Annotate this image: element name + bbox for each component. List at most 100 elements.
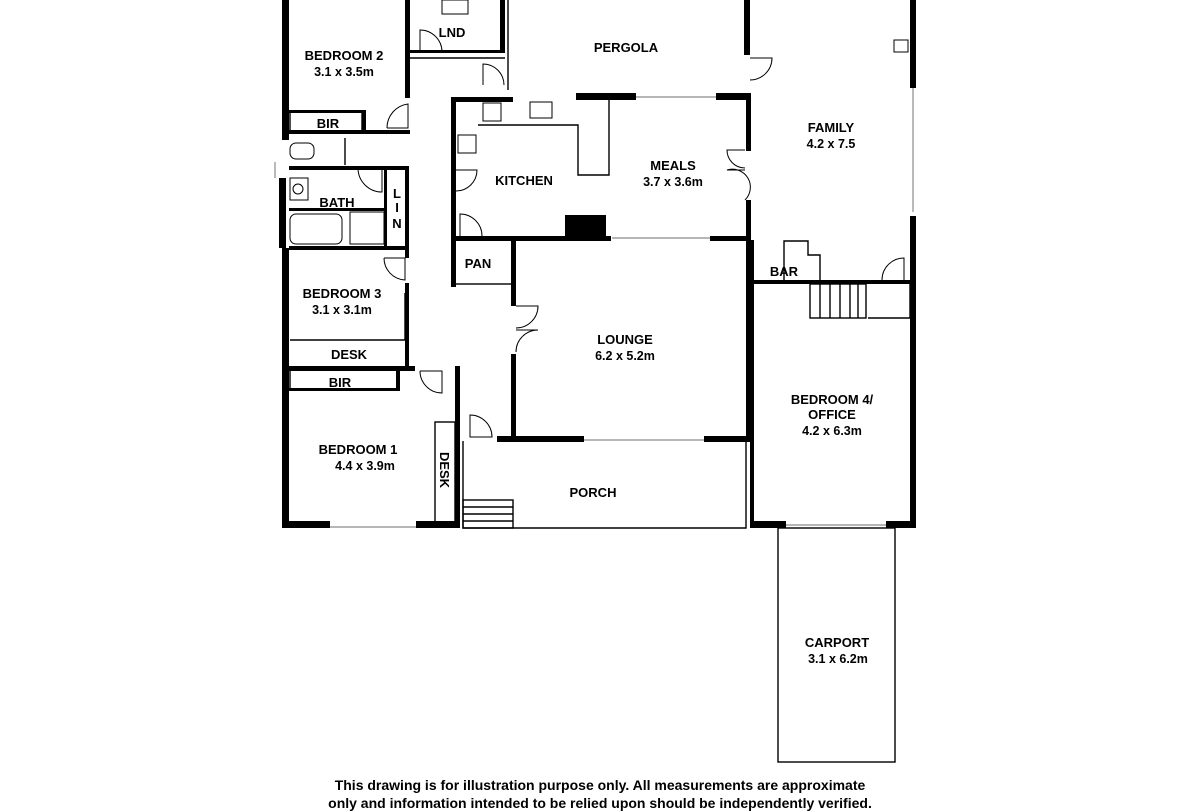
wall (750, 280, 910, 284)
room-label-lounge: LOUNGE (597, 332, 653, 347)
room-size-bedroom-2: 3.1 x 3.5m (314, 65, 374, 79)
wall (511, 236, 516, 306)
wall (289, 366, 415, 371)
room-label-bedroom-4-line2: OFFICE (808, 407, 856, 422)
door-swing (419, 370, 443, 394)
room-label-lin-l: L (393, 186, 401, 201)
room-label-lin-i: I (395, 200, 399, 215)
wall (451, 97, 456, 287)
shower (349, 211, 385, 245)
wall (750, 521, 786, 528)
wall (384, 166, 387, 246)
family-heater (893, 39, 909, 53)
wall (362, 110, 366, 134)
wall (576, 93, 636, 100)
room-size-lounge: 6.2 x 5.2m (595, 349, 655, 363)
door-swing (749, 57, 773, 81)
room-label-desk-bedroom-3: DESK (331, 347, 368, 362)
wall (910, 0, 916, 88)
wall (289, 208, 384, 211)
room-labels: BEDROOM 2 3.1 x 3.5m LND PERGOLA FAMILY … (303, 25, 874, 666)
room-label-bath: BATH (319, 195, 354, 210)
room-label-bedroom-4-line1: BEDROOM 4/ (791, 392, 874, 407)
room-label-meals: MEALS (650, 158, 696, 173)
room-label-bedroom-3: BEDROOM 3 (303, 286, 382, 301)
door-swing (459, 213, 483, 237)
bathtub (289, 213, 343, 245)
wall (405, 0, 410, 98)
room-label-pergola: PERGOLA (594, 40, 659, 55)
wall (405, 50, 505, 53)
wall (282, 248, 289, 528)
wall (750, 240, 754, 528)
laundry-tub (441, 0, 469, 15)
wall (282, 521, 330, 528)
door-swing (386, 103, 409, 129)
room-label-bir-bottom: BIR (329, 375, 352, 390)
room-label-bedroom-1: BEDROOM 1 (319, 442, 398, 457)
wall (704, 436, 750, 442)
room-label-pan: PAN (465, 256, 491, 271)
door-swing (726, 149, 751, 201)
wall (746, 93, 751, 151)
basin (292, 183, 304, 195)
thin-lines (289, 0, 911, 763)
wall (451, 97, 513, 102)
wall (497, 436, 584, 442)
wall (289, 130, 410, 134)
wall (405, 246, 409, 258)
walls (279, 0, 916, 528)
cooktop (482, 102, 502, 122)
room-label-lnd: LND (439, 25, 466, 40)
door-swing (419, 29, 443, 53)
bar-counter (783, 240, 821, 280)
wall (716, 93, 750, 100)
carport-outline (777, 527, 896, 763)
disclaimer-line-2: only and information intended to be reli… (328, 795, 872, 811)
stairs (462, 283, 867, 529)
wall (451, 236, 611, 241)
room-label-porch: PORCH (570, 485, 617, 500)
door-swing (455, 169, 478, 192)
door-swing (881, 257, 905, 281)
kitchen-bench (478, 100, 610, 176)
room-label-family: FAMILY (808, 120, 855, 135)
wall (746, 240, 751, 442)
wall (289, 388, 400, 391)
fridge-space (457, 134, 477, 154)
room-label-bar: BAR (770, 264, 799, 279)
wall (746, 200, 751, 242)
wall (500, 0, 505, 52)
wall (405, 283, 409, 366)
wall (282, 0, 289, 140)
disclaimer-line-1: This drawing is for illustration purpose… (334, 777, 866, 793)
wall (910, 216, 916, 528)
wall (416, 521, 460, 528)
bedroom4-stair-wall (753, 282, 911, 319)
room-size-bedroom-1: 4.4 x 3.9m (335, 459, 395, 473)
room-label-carport: CARPORT (805, 635, 869, 650)
wall (511, 354, 516, 440)
wall (289, 246, 409, 250)
room-label-desk-bedroom-1: DESK (437, 452, 452, 489)
room-label-kitchen: KITCHEN (495, 173, 553, 188)
room-size-bedroom-4: 4.2 x 6.3m (802, 424, 862, 438)
wall (289, 166, 409, 170)
doors (357, 29, 905, 438)
wall (279, 178, 286, 248)
disclaimer: This drawing is for illustration purpose… (0, 776, 1200, 812)
door-swing (469, 414, 493, 438)
room-size-carport: 3.1 x 6.2m (808, 652, 868, 666)
door-swing (383, 257, 406, 281)
kitchen-sink (529, 101, 553, 119)
wall (565, 215, 606, 238)
porch-outline (462, 441, 747, 529)
wall (886, 521, 916, 528)
wall (744, 0, 750, 55)
wall (710, 236, 750, 241)
windows (274, 88, 914, 528)
room-label-bedroom-2: BEDROOM 2 (305, 48, 384, 63)
toilet (289, 142, 315, 160)
room-size-family: 4.2 x 7.5 (807, 137, 856, 151)
wall (396, 366, 400, 391)
